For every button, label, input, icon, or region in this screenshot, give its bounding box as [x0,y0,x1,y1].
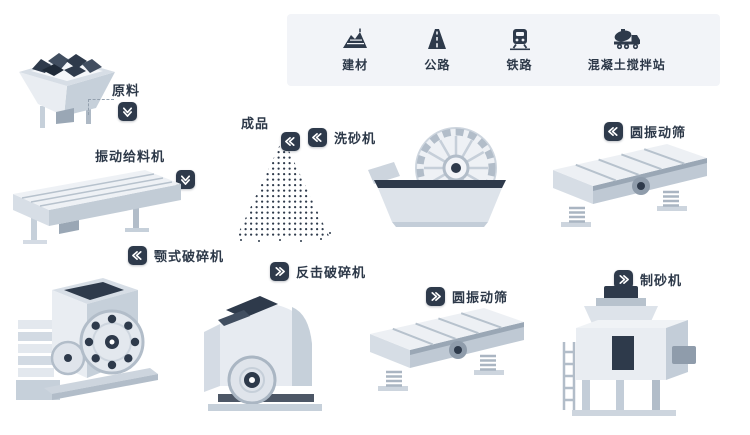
chevron-down-icon [123,107,132,117]
screen-bottom-label: 圆振动筛 [452,291,509,306]
feeder-grizzly-bars [21,173,173,207]
building-materials-icon [343,28,368,48]
screen-deck-slats [392,312,502,346]
chevron-right-icon [275,267,285,276]
sand-washer-graphic [368,127,506,227]
screen-bottom-badge [426,287,445,306]
impact-crusher-badge [270,262,289,281]
rock-pile [32,53,102,77]
railway-icon [509,29,530,51]
legend-label: 公路 [424,58,451,72]
chevron-down-icon [181,175,190,185]
feeder-graphic [13,170,181,244]
screen-bottom-label-group: 圆振动筛 [426,287,508,306]
vibrating-screen-graphic [370,308,524,391]
chevron-left-icon [132,251,142,260]
jaw-crusher-illustration [8,262,163,412]
flywheel [79,309,145,375]
sand-maker-label: 制砂机 [640,274,683,289]
screen-springs [386,354,496,387]
vibrating-feeder-label: 振动给料机 [95,150,166,165]
legend-item-railway: 铁路 [506,27,534,73]
screen-top-illustration [545,136,715,236]
impact-crusher-label: 反击破碎机 [296,266,367,281]
chevron-left-icon [285,137,295,146]
sand-washer-label-group: 洗砂机 [308,128,376,147]
chevron-right-icon [619,275,629,284]
hopper-graphic [19,53,115,128]
jaw-crusher-graphic [16,278,158,400]
sand-maker-badge [614,270,633,289]
legend-label: 混凝土搅拌站 [587,58,666,72]
sand-washer-badge [308,128,327,147]
impact-crusher-illustration [190,276,335,416]
legend-item-concrete-mixing-plant: 混凝土搅拌站 [588,27,666,73]
sand-maker-graphic [562,286,696,416]
vibrating-screen-graphic [553,144,707,227]
legend-panel: 建材 公路 铁路 [287,14,720,86]
sand-pile-graphic [237,138,331,242]
sand-washer-illustration [368,120,508,230]
concrete-mixing-plant-icon [613,29,640,50]
sand-washer-label: 洗砂机 [334,132,377,147]
legend-item-building-materials: 建材 [341,27,369,73]
screen-top-badge [604,122,623,141]
finished-product-label: 成品 [241,117,270,132]
legend-label: 铁路 [506,58,533,72]
jaw-crusher-label: 颚式破碎机 [154,250,225,265]
rotor-wheel [227,355,277,405]
impact-crusher-label-group: 反击破碎机 [270,262,366,281]
chevron-left-icon [608,127,618,136]
jaw-crusher-badge [128,246,147,265]
raw-material-label: 原料 [112,84,141,99]
legend-label: 建材 [342,58,369,72]
raw-material-connector [88,99,114,115]
vibrating-feeder-illustration [5,158,190,248]
impact-crusher-graphic [204,296,322,411]
jaw-crusher-label-group: 颚式破碎机 [128,246,224,265]
washer-tub [374,180,506,227]
screen-bottom-illustration [362,300,532,400]
access-ladder [562,342,576,410]
screen-deck-slats [575,148,685,182]
legend-item-highway: 公路 [423,27,451,73]
sand-maker-illustration [526,280,701,420]
screen-top-label: 圆振动筛 [630,126,687,141]
stepped-stand [16,320,60,400]
screen-springs [569,190,679,223]
raw-material-hopper-illustration [12,48,122,133]
stray-sand-grains [240,232,331,242]
chevron-right-icon [431,292,441,301]
screen-top-label-group: 圆振动筛 [604,122,686,141]
finished-product-pile-illustration [233,134,333,244]
chevron-left-icon [312,133,322,142]
highway-icon [428,29,447,49]
sand-maker-label-group: 制砂机 [614,270,682,289]
raw-material-badge [118,102,137,121]
